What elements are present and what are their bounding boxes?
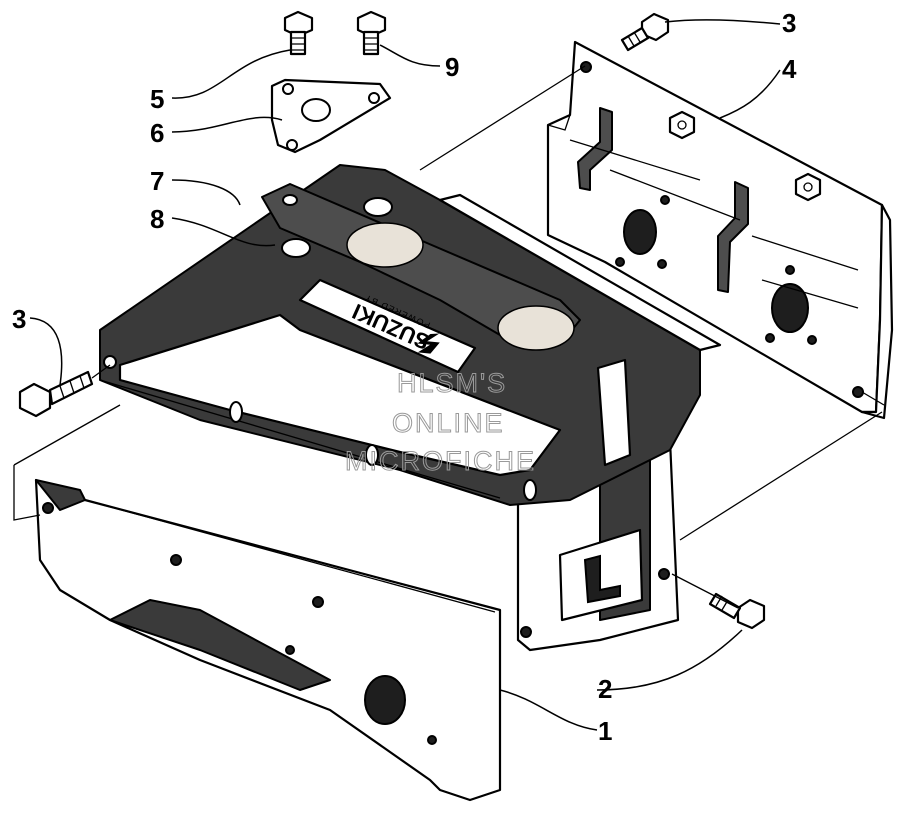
assembly-guide-lines: [13, 65, 885, 609]
callout-3-left: 3: [12, 304, 26, 334]
callout-2: 2: [598, 674, 612, 704]
triangular-bracket: [270, 78, 392, 154]
watermark: HLSM'S ONLINE MICROFICHE: [345, 368, 536, 477]
cover-top-plate: [261, 183, 581, 374]
bolt-5: [283, 10, 314, 56]
callout-4: 4: [782, 54, 797, 84]
callout-8: 8: [150, 204, 164, 234]
callout-5: 5: [150, 84, 164, 114]
watermark-line-2: ONLINE: [392, 408, 505, 438]
bolt-3-top: [620, 12, 670, 52]
watermark-line-1: HLSM'S: [397, 368, 507, 398]
suzuki-s-logo-icon: [417, 333, 440, 354]
bolt-3-left: [18, 370, 94, 418]
watermark-line-3: MICROFICHE: [345, 446, 536, 476]
rear-mounting-plate: [546, 40, 894, 420]
callout-1: 1: [598, 716, 612, 746]
callout-3-top: 3: [782, 8, 796, 38]
callout-9: 9: [445, 52, 459, 82]
bolt-9: [356, 10, 387, 56]
callout-labels: 1 2 3 3 4 5 6 7 8 9: [12, 8, 797, 746]
leader-lines: [29, 19, 781, 731]
lower-bracket: [34, 478, 502, 802]
callout-7: 7: [150, 166, 164, 196]
callout-6: 6: [150, 118, 164, 148]
brand-badge: POWERED BY SUZUKI: [349, 292, 440, 355]
bolt-2: [708, 592, 766, 630]
